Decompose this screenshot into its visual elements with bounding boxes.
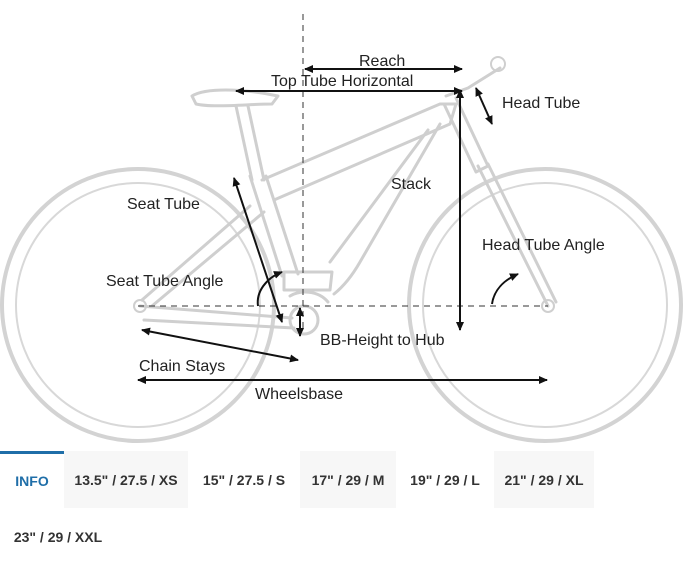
size-tabs: INFO 13.5" / 27.5 / XS 15" / 27.5 / S 17… — [0, 451, 694, 565]
tab-size-m[interactable]: 17" / 29 / M — [300, 451, 396, 508]
chain-stays-line — [141, 327, 299, 363]
bike-geometry-diagram: Reach Top Tube Horizontal Head Tube Stac… — [0, 14, 683, 443]
head-tube-label: Head Tube — [502, 95, 580, 112]
bb-height-to-hub-label: BB-Height to Hub — [320, 332, 445, 349]
tab-size-s[interactable]: 15" / 27.5 / S — [188, 451, 300, 508]
seat-tube-label: Seat Tube — [127, 196, 200, 213]
tab-size-xl[interactable]: 21" / 29 / XL — [494, 451, 594, 508]
dimension-lines — [137, 65, 548, 384]
head-tube-line — [475, 87, 493, 125]
tab-info[interactable]: INFO — [0, 451, 64, 508]
wheelsbase-label: Wheelsbase — [255, 386, 343, 403]
seat-tube-line — [232, 177, 284, 323]
size-tabs-row-1: INFO 13.5" / 27.5 / XS 15" / 27.5 / S 17… — [0, 451, 694, 508]
head-tube-angle-arc — [491, 273, 519, 305]
seat-tube-angle-label: Seat Tube Angle — [106, 273, 224, 290]
tab-size-xxl[interactable]: 23" / 29 / XXL — [0, 508, 116, 565]
tab-size-xs[interactable]: 13.5" / 27.5 / XS — [64, 451, 188, 508]
size-tabs-row-2: 23" / 29 / XXL — [0, 508, 694, 565]
head-tube-angle-label: Head Tube Angle — [482, 237, 605, 254]
reach-label: Reach — [359, 53, 405, 70]
top-tube-horizontal-label: Top Tube Horizontal — [271, 73, 413, 90]
stack-label: Stack — [391, 176, 432, 193]
seat-tube-angle-arc — [256, 271, 283, 307]
tab-size-l[interactable]: 19" / 29 / L — [396, 451, 494, 508]
chain-stays-label: Chain Stays — [139, 358, 225, 375]
front-wheel — [407, 167, 683, 443]
